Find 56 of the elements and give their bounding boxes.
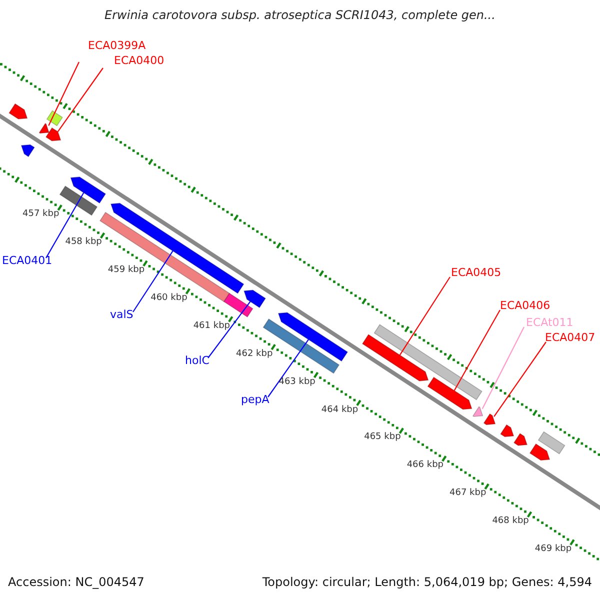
leader-line [57, 68, 104, 132]
gene-feature [362, 334, 429, 382]
feature-bar [223, 292, 254, 318]
gene-feature [244, 290, 266, 308]
genome-info-text: Topology: circular; Length: 5,064,019 bp; Genes: 4,594 [262, 576, 592, 589]
gene-feature [8, 103, 28, 120]
scale-label: 462 kbp [236, 348, 273, 359]
feature-bar [59, 186, 98, 216]
scale-label: 463 kbp [278, 376, 316, 387]
scale-label: 467 kbp [450, 488, 486, 498]
gene-feature [278, 312, 348, 362]
map-title: Erwinia carotovora subsp. atroseptica SCRI1043, complete gen... [104, 8, 496, 22]
leader-line [48, 62, 80, 126]
gene-feature [500, 424, 514, 438]
gene-feature [513, 432, 528, 446]
scale-label: 460 kbp [150, 293, 188, 304]
scale-label: 458 kbp [65, 237, 102, 248]
gene-feature [45, 127, 62, 142]
gene-feature [110, 202, 244, 294]
gene-label: ECA0401 [2, 254, 52, 267]
leader-line [494, 342, 546, 417]
leader-line [132, 250, 174, 312]
scale-label: 464 kbp [321, 404, 358, 415]
scale-label: 465 kbp [364, 432, 401, 442]
gene-label: ECA0405 [451, 266, 502, 279]
gene-label: ECAt011 [526, 316, 574, 329]
gene-label: ECA0406 [500, 299, 550, 312]
gene-feature [20, 144, 35, 158]
gene-label: ECA0399A [88, 39, 146, 52]
leader-line [208, 301, 251, 358]
gene-label: ECA0400 [114, 54, 164, 67]
feature-bar [538, 431, 566, 454]
leader-line [454, 310, 500, 391]
scale-label: 459 kbp [108, 265, 145, 276]
leader-line [46, 192, 84, 258]
feature-bar [374, 324, 482, 400]
leader-line [482, 326, 524, 410]
gene-feature [472, 406, 484, 417]
gene-feature [70, 176, 106, 204]
scale-label: 468 kbp [492, 516, 529, 526]
gene-label: ECA0407 [545, 331, 596, 344]
scale-label: 461 kbp [193, 320, 230, 331]
gene-feature [427, 376, 472, 410]
scale-label: 457 kbp [22, 209, 60, 220]
gene-feature [529, 443, 550, 461]
scale-label: 466 kbp [406, 460, 444, 470]
feature-bar [46, 110, 63, 126]
gene-feature [38, 122, 50, 134]
gene-label: pepA [241, 393, 270, 406]
accession-text: Accession: NC_004547 [8, 576, 144, 589]
gene-label: valS [110, 308, 134, 321]
leader-line [399, 276, 450, 356]
gene-feature [483, 413, 496, 426]
scale-label: 469 kbp [534, 544, 572, 554]
gene-label: holC [185, 354, 210, 367]
leader-line [268, 339, 309, 398]
